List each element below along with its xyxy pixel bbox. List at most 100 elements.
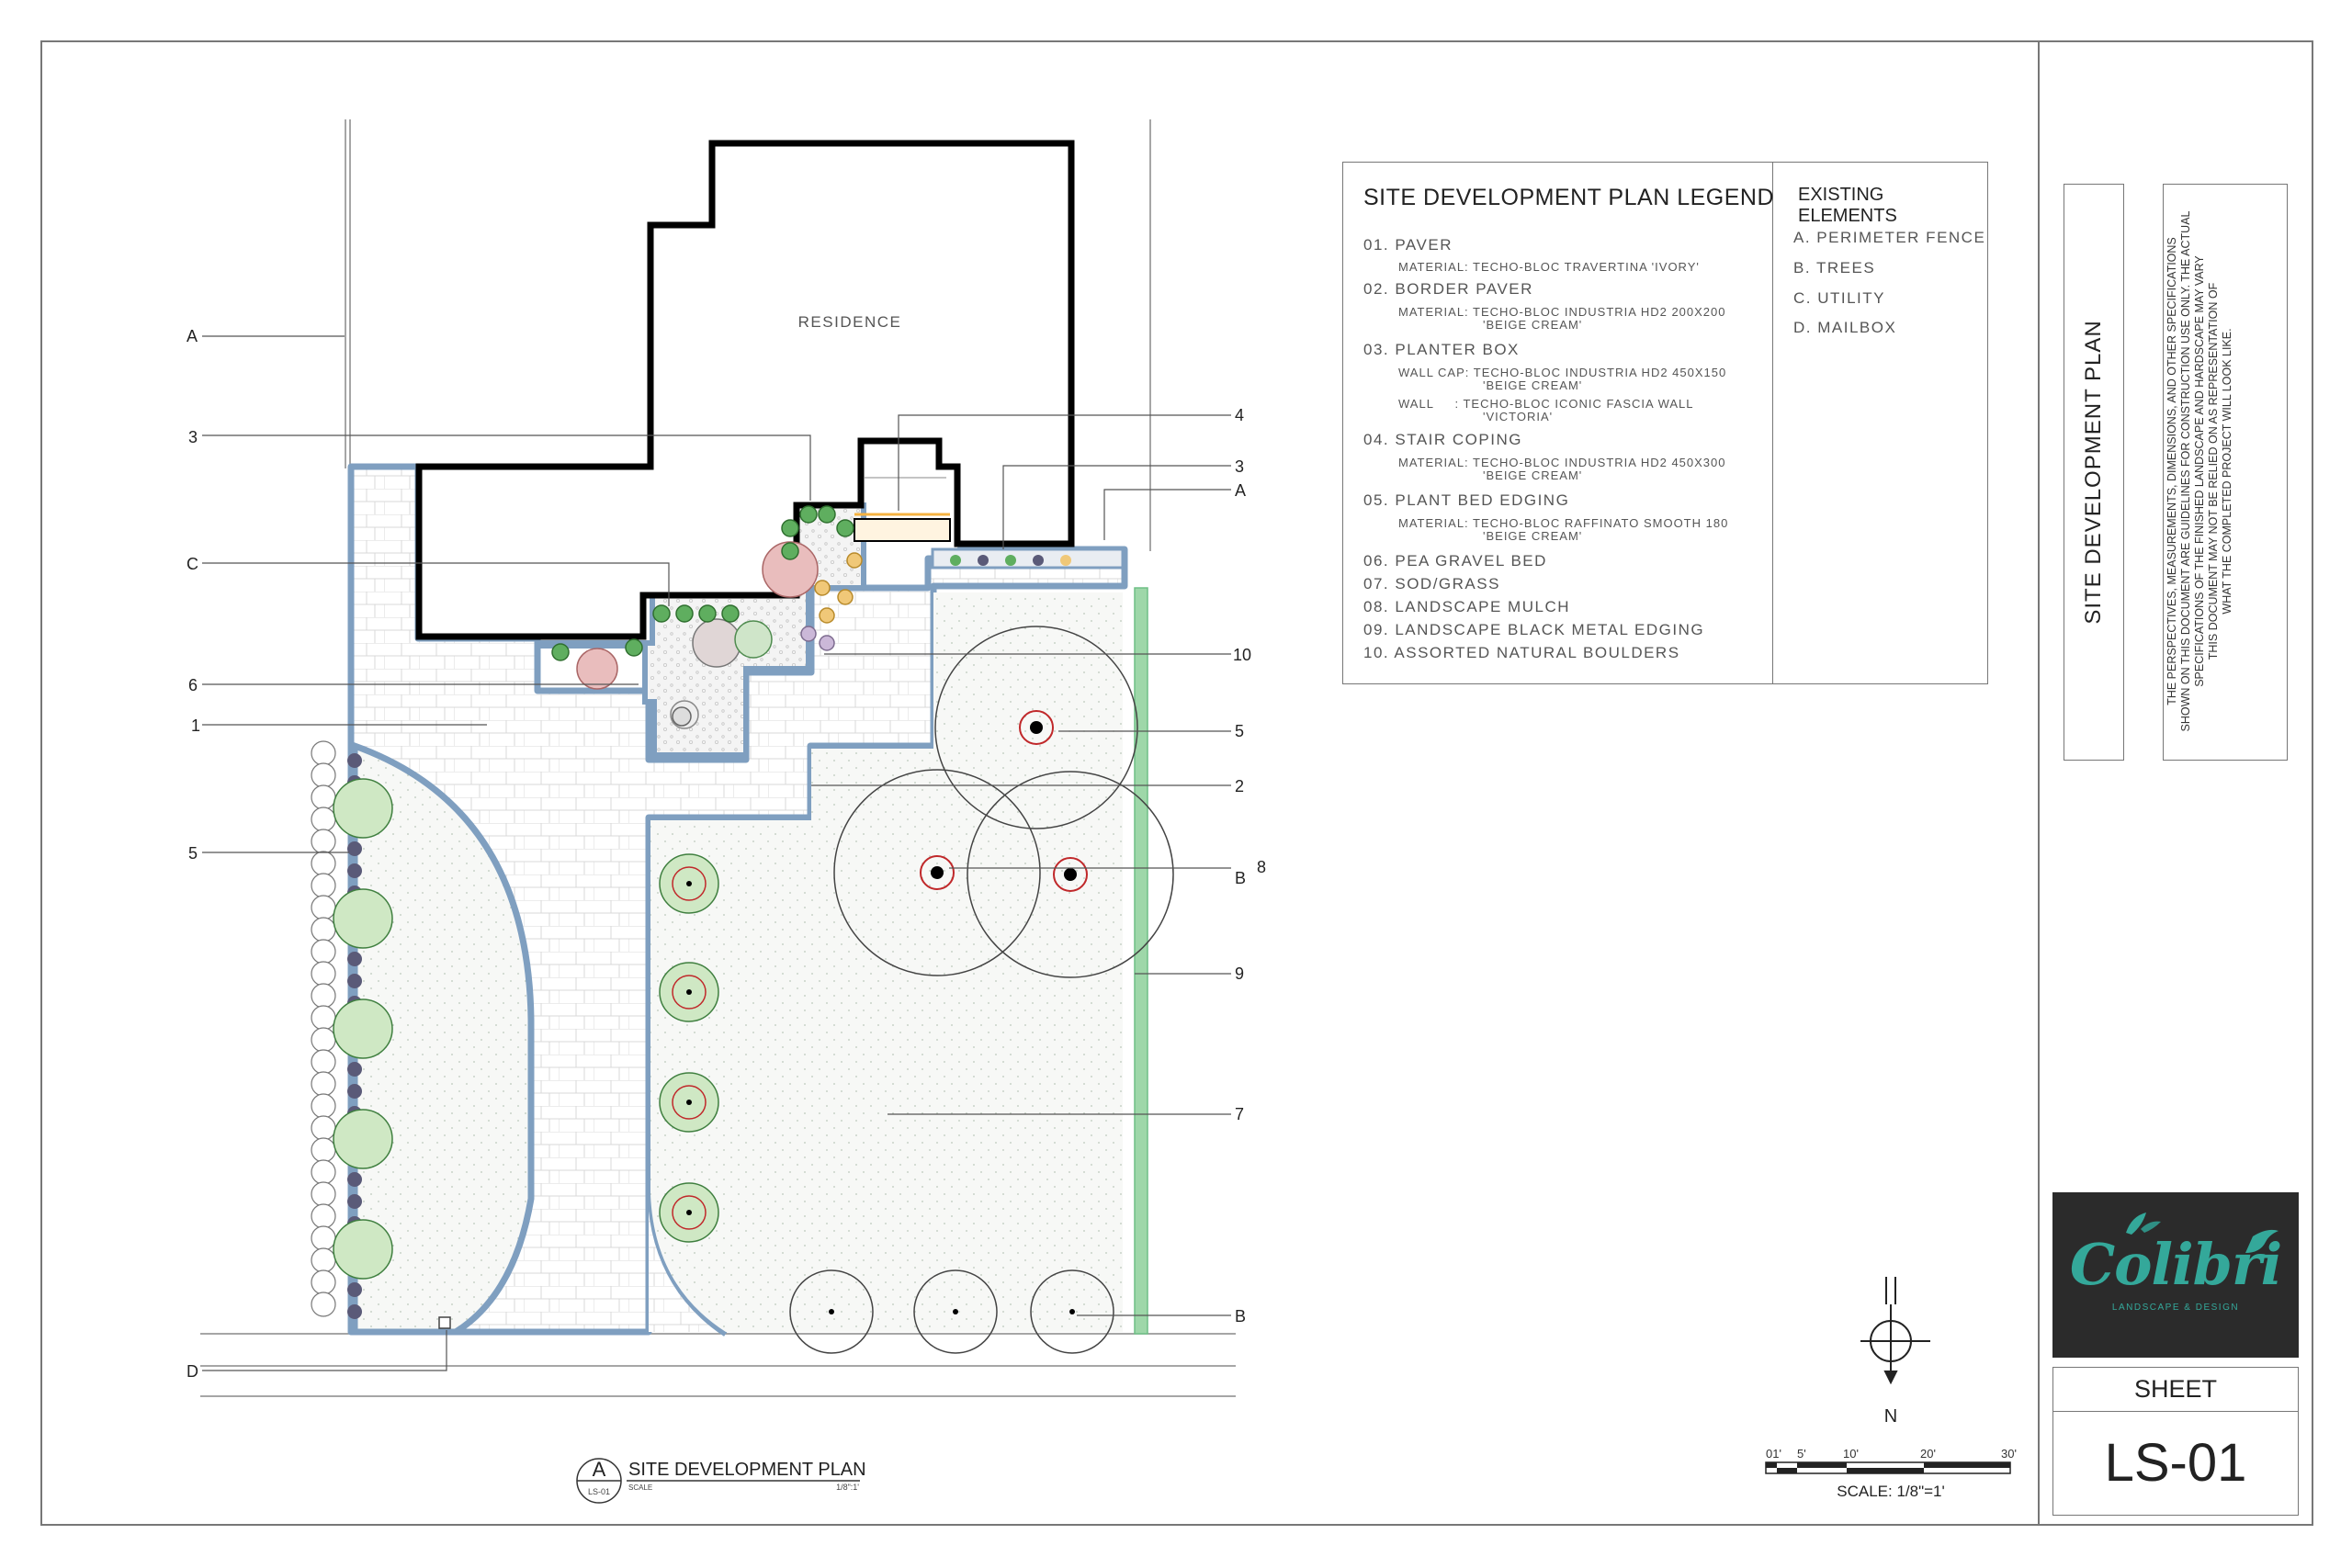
callout-labels: A 3 C 6 1 5 D 4 3 A 10 5 2 8 B 9 7 B (187, 327, 1266, 1381)
hedge-shrub (311, 784, 336, 810)
residence-label: RESIDENCE (798, 313, 902, 331)
callout-C: C (187, 555, 198, 573)
drawing-scale-value: 1/8":1' (836, 1483, 859, 1492)
hedge-shrub (311, 1027, 336, 1053)
callout-3-left: 3 (188, 428, 198, 446)
sheet-number-box: SHEET LS-01 (2052, 1367, 2299, 1516)
hedge-shrub (311, 740, 336, 766)
callout-B-bottom: B (1235, 1307, 1246, 1325)
legend-item-03-sub-1: WALL CAP: TECHO-BLOC INDUSTRIA HD2 450X1… (1398, 366, 1727, 379)
hedge-accent-plant (347, 1084, 362, 1099)
title-marker-letter: A (593, 1458, 606, 1481)
disclaimer-box: THE PERSPECTIVES, MEASUREMENTS, DIMENSIO… (2163, 184, 2288, 761)
hedge-accent-plant (347, 1062, 362, 1077)
callout-B-mid: B (1235, 869, 1246, 887)
drawing-scale-label: SCALE (628, 1483, 652, 1492)
hedge-shrub (311, 873, 336, 898)
tree-trunks (829, 710, 1088, 1314)
legend-title: SITE DEVELOPMENT PLAN LEGEND (1363, 185, 1774, 210)
hedge-accent-plant (347, 841, 362, 856)
hedge-accent-plant (347, 952, 362, 966)
hedge-shrub (311, 1247, 336, 1273)
callout-3-right: 3 (1235, 457, 1244, 476)
callout-9: 9 (1235, 964, 1244, 983)
callout-5-right: 5 (1235, 722, 1244, 740)
scale-tick-10: 10' (1843, 1447, 1859, 1461)
hedge-shrub (311, 895, 336, 920)
metal-edging (1134, 587, 1148, 1335)
callout-5-left: 5 (188, 844, 198, 863)
existing-item-A: A. PERIMETER FENCE (1793, 229, 1986, 246)
sheet-number: LS-01 (2104, 1433, 2247, 1493)
vertical-title: SITE DEVELOPMENT PLAN (2081, 320, 2106, 625)
hedge-accent-plant (347, 1172, 362, 1187)
callout-A-right: A (1235, 481, 1246, 500)
legend-item-07: 07. SOD/GRASS (1363, 575, 1500, 592)
scale-tick-5: 5' (1797, 1447, 1806, 1461)
scale-tick-20: 20' (1920, 1447, 1936, 1461)
logo-subtitle: LANDSCAPE & DESIGN (2111, 1303, 2240, 1313)
vertical-title-box: SITE DEVELOPMENT PLAN (2064, 184, 2124, 761)
hedge-tree (333, 998, 393, 1059)
border-paver-strip (931, 547, 1125, 570)
existing-item-B: B. TREES (1793, 259, 1876, 276)
legend-item-04-sub-2: 'BEIGE CREAM' (1483, 468, 1583, 482)
disclaimer-line-5: WHAT THE COMPLETED PROJECT WILL LOOK LIK… (2221, 328, 2233, 615)
legend-item-01-sub-1: MATERIAL: TECHO-BLOC TRAVERTINA 'IVORY' (1398, 260, 1700, 274)
hedge-accent-plant (347, 753, 362, 768)
title-block (2038, 40, 2315, 1526)
hedge-accent-plant (347, 1282, 362, 1297)
scale-tick-30: 30' (2001, 1447, 2017, 1461)
residence-footprint (415, 140, 1075, 640)
boulder (672, 706, 692, 727)
logo-wordmark: Colibri (2069, 1231, 2282, 1298)
hedge-accent-plant (347, 1304, 362, 1319)
mailbox (438, 1316, 451, 1329)
callout-10: 10 (1233, 646, 1251, 664)
drawing-title: A LS-01 SITE DEVELOPMENT PLAN SCALE 1/8"… (576, 1458, 866, 1504)
planter-plants (551, 505, 1071, 729)
legend-item-04-sub-1: MATERIAL: TECHO-BLOC INDUSTRIA HD2 450X3… (1398, 456, 1726, 469)
disclaimer-line-2: SHOWN ON THIS DOCUMENT ARE GUIDELINES FO… (2179, 210, 2192, 732)
disclaimer-line-3: SPECIFICATIONS OF THE FINISHED LANDSCAPE… (2193, 255, 2206, 687)
hedge-tree (333, 1219, 393, 1280)
hedge-accent-plant (347, 974, 362, 988)
scale-tick-0: 01' (1766, 1447, 1781, 1461)
legend-item-02: 02. BORDER PAVER (1363, 280, 1533, 298)
company-logo: Colibri LANDSCAPE & DESIGN (2052, 1192, 2299, 1358)
legend-item-02-sub-2: 'BEIGE CREAM' (1483, 318, 1583, 332)
legend-item-02-sub-1: MATERIAL: TECHO-BLOC INDUSTRIA HD2 200X2… (1398, 305, 1726, 319)
legend-item-10: 10. ASSORTED NATURAL BOULDERS (1363, 644, 1680, 661)
hedge-shrub (311, 1093, 336, 1119)
legend-divider (1772, 163, 1773, 683)
callout-6: 6 (188, 676, 198, 694)
hedge-shrub (311, 1071, 336, 1097)
hedge-accent-plant (347, 863, 362, 878)
callout-A-top: A (187, 327, 198, 345)
disclaimer-line-1: THE PERSPECTIVES, MEASUREMENTS, DIMENSIO… (2165, 237, 2178, 705)
hedge-shrub (311, 1115, 336, 1141)
legend-item-03-sub-4: 'VICTORIA' (1483, 410, 1554, 423)
paver-area (347, 463, 1128, 1336)
existing-item-D: D. MAILBOX (1793, 319, 1897, 336)
legend-item-08: 08. LANDSCAPE MULCH (1363, 598, 1571, 615)
leader-lines (202, 335, 1231, 1371)
lawn-west (351, 741, 535, 1336)
walkway-curve (649, 1199, 726, 1332)
scale-caption: SCALE: 1/8"=1' (1837, 1483, 1945, 1500)
legend-item-06: 06. PEA GRAVEL BED (1363, 552, 1547, 570)
hedge-shrub (311, 1005, 336, 1031)
legend-item-03: 03. PLANTER BOX (1363, 341, 1520, 358)
drawing-border (40, 40, 2313, 1526)
callout-D: D (187, 1362, 198, 1381)
hedge-shrub (311, 851, 336, 876)
callout-7: 7 (1235, 1105, 1244, 1123)
hedge-accent-plant (347, 1194, 362, 1209)
legend-panel: SITE DEVELOPMENT PLAN LEGEND 01. PAVER M… (1342, 162, 1988, 684)
callout-2: 2 (1235, 777, 1244, 795)
sheet-label: SHEET (2053, 1368, 2298, 1412)
callout-8: 8 (1257, 858, 1266, 876)
west-hedge (311, 740, 393, 1319)
hedge-shrub (311, 1159, 336, 1185)
